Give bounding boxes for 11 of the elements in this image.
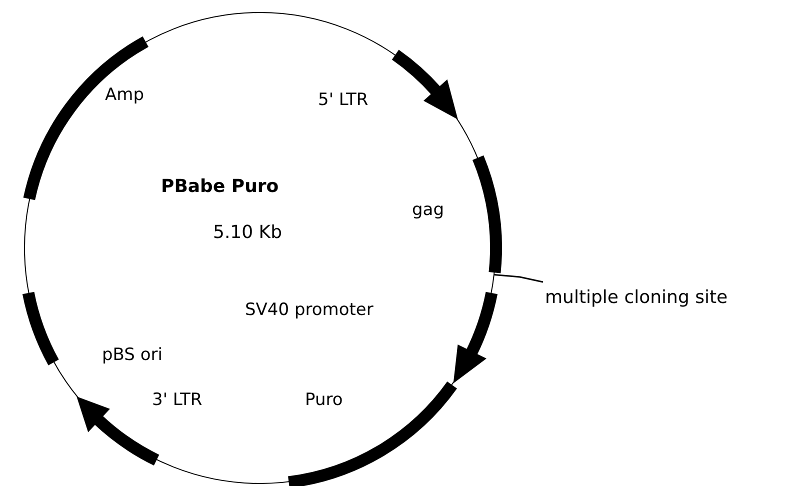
site-label: multiple cloning site: [545, 284, 728, 311]
feature-label: Amp: [105, 84, 144, 107]
plasmid-size: 5.10 Kb: [213, 221, 282, 245]
feature-label: gag: [412, 199, 444, 222]
feature-label: SV40 promoter: [245, 299, 374, 322]
leader-line: [494, 274, 544, 283]
feature-label: pBS ori: [102, 344, 162, 367]
feature-label: Puro: [305, 389, 343, 412]
feature-label: 5' LTR: [318, 89, 368, 112]
plasmid-name: PBabe Puro: [161, 175, 279, 199]
feature-label: 3' LTR: [152, 389, 202, 412]
